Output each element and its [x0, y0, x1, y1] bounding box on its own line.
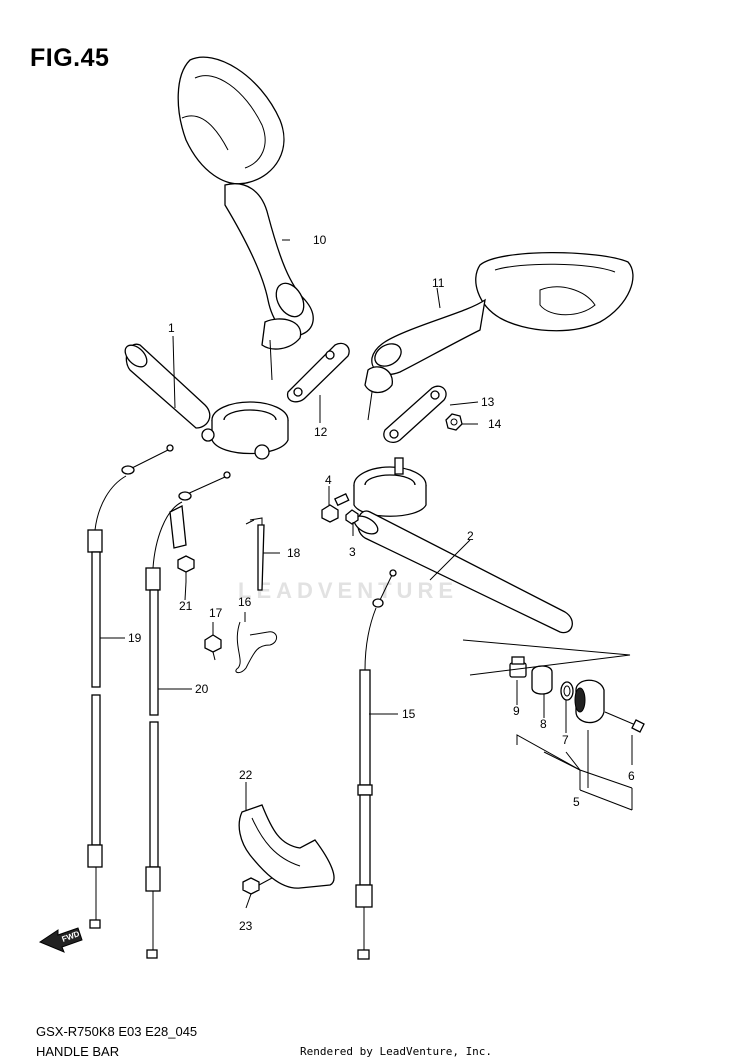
callout-14: 14 — [488, 417, 502, 431]
right-handlebar[interactable] — [351, 457, 573, 634]
callout-11: 11 — [432, 276, 445, 290]
clamp-bolt[interactable] — [321, 492, 350, 523]
callout-6: 6 — [628, 769, 635, 783]
callout-7: 7 — [562, 733, 569, 747]
left-mirror[interactable] — [177, 56, 314, 381]
fwd-arrow-icon: FWD — [38, 927, 83, 953]
callout-16: 16 — [238, 595, 252, 609]
callout-2: 2 — [467, 529, 474, 543]
model-code: GSX-R750K8 E03 E28_045 — [36, 1024, 198, 1039]
throttle-cable-returning[interactable] — [145, 471, 231, 959]
bar-end-weight[interactable] — [574, 679, 605, 724]
bar-end-washer[interactable] — [560, 681, 574, 701]
callout-18: 18 — [287, 546, 301, 560]
figure-title: FIG.45 — [30, 44, 110, 72]
rendered-by-credit: Rendered by LeadVenture, Inc. — [300, 1045, 493, 1058]
callout-3: 3 — [349, 545, 356, 559]
callout-15: 15 — [402, 707, 416, 721]
nut[interactable] — [445, 413, 463, 431]
cable-guard[interactable] — [238, 804, 335, 889]
screw-23[interactable] — [242, 877, 273, 895]
callout-8: 8 — [540, 717, 547, 731]
throttle-cable-pulling[interactable] — [87, 444, 174, 929]
callout-23: 23 — [239, 919, 253, 933]
callout-12: 12 — [314, 425, 328, 439]
right-mirror-bracket[interactable] — [383, 385, 447, 444]
section-name: HANDLE BAR — [36, 1044, 120, 1059]
left-handlebar[interactable] — [121, 341, 289, 460]
left-mirror-bracket[interactable] — [286, 342, 350, 403]
cable-clamp-16[interactable] — [235, 621, 277, 674]
clamp-washer[interactable] — [345, 509, 359, 525]
callout-1: 1 — [168, 321, 175, 335]
callout-20: 20 — [195, 682, 209, 696]
callout-13: 13 — [481, 395, 495, 409]
bolt-17[interactable] — [204, 634, 222, 661]
callout-5: 5 — [573, 795, 580, 809]
leader-lines — [100, 239, 633, 909]
screw-21[interactable] — [177, 555, 195, 582]
right-mirror[interactable] — [364, 252, 634, 421]
callout-19: 19 — [128, 631, 142, 645]
bar-end-spacer[interactable] — [531, 665, 553, 695]
bar-end-collar[interactable] — [509, 656, 527, 678]
cable-band-18[interactable] — [245, 517, 265, 591]
callout-10: 10 — [313, 233, 327, 247]
clutch-cable[interactable] — [355, 569, 397, 960]
callout-9: 9 — [513, 704, 520, 718]
callout-21: 21 — [179, 599, 193, 613]
callout-4: 4 — [325, 473, 332, 487]
callout-17: 17 — [209, 606, 223, 620]
bar-end-screw[interactable] — [604, 711, 645, 733]
watermark: LEADVENTURE — [238, 578, 459, 603]
callout-22: 22 — [239, 768, 253, 782]
